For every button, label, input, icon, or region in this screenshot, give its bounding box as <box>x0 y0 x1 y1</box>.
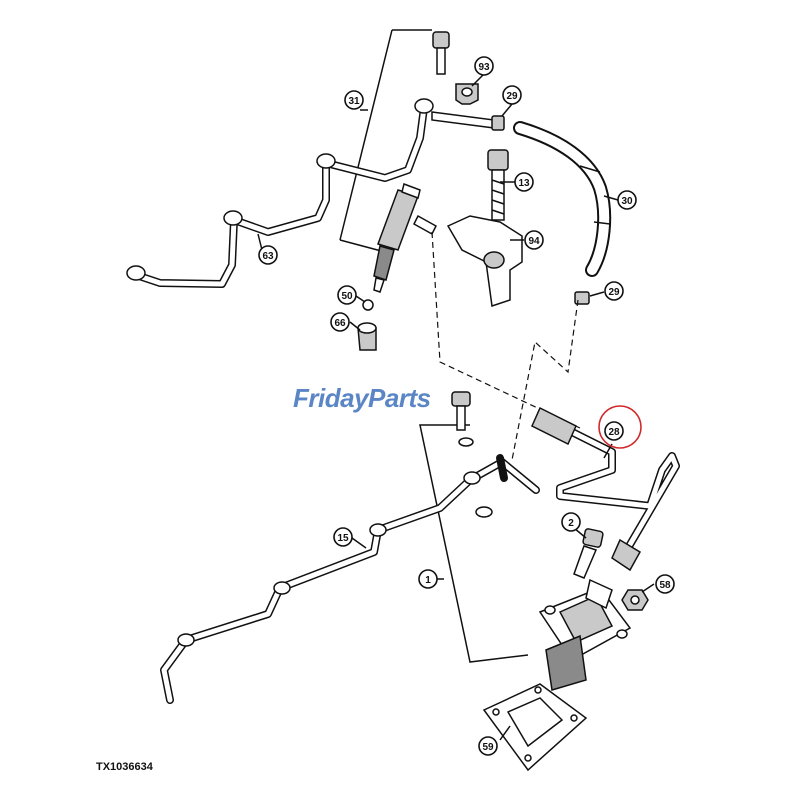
svg-text:50: 50 <box>341 291 353 302</box>
leak-off-line-63 <box>126 98 434 288</box>
highlight-ring-28 <box>598 405 642 449</box>
callout-58[interactable]: 58 <box>655 574 675 594</box>
callout-29-upper[interactable]: 29 <box>502 85 522 105</box>
fuel-line-28 <box>531 406 680 572</box>
fitting-93 <box>455 83 479 105</box>
callout-1[interactable]: 1 <box>418 569 438 589</box>
banjo-bolt-lower <box>451 391 493 518</box>
watermark-logo: FridayParts <box>293 383 431 414</box>
callout-28[interactable]: 28 <box>604 421 624 441</box>
bolt-13 <box>487 149 509 221</box>
bracket-1 <box>419 424 529 663</box>
svg-text:28: 28 <box>608 427 620 438</box>
injection-pump <box>538 578 632 691</box>
callout-59[interactable]: 59 <box>478 736 498 756</box>
callout-30[interactable]: 30 <box>617 190 637 210</box>
callout-29-lower[interactable]: 29 <box>604 281 624 301</box>
bolt-2 <box>573 528 604 579</box>
svg-text:2: 2 <box>568 518 574 529</box>
svg-text:94: 94 <box>528 236 540 247</box>
assembly-dash-lines <box>431 231 581 461</box>
svg-text:13: 13 <box>518 178 530 189</box>
callout-13[interactable]: 13 <box>514 172 534 192</box>
watermark-part1: Friday <box>293 383 369 413</box>
svg-text:30: 30 <box>621 196 633 207</box>
seal-50 <box>362 299 374 311</box>
clamp-94 <box>446 215 523 307</box>
svg-text:63: 63 <box>262 251 274 262</box>
svg-text:66: 66 <box>334 318 346 329</box>
callout-66[interactable]: 66 <box>330 312 350 332</box>
gasket-59 <box>482 683 588 772</box>
svg-text:59: 59 <box>482 742 494 753</box>
svg-text:58: 58 <box>659 580 671 591</box>
callout-2[interactable]: 2 <box>561 512 581 532</box>
clamp-29-lower <box>574 291 590 305</box>
svg-text:29: 29 <box>506 91 518 102</box>
svg-text:1: 1 <box>425 575 431 586</box>
svg-text:93: 93 <box>478 62 490 73</box>
svg-text:29: 29 <box>608 287 620 298</box>
callout-63[interactable]: 63 <box>258 245 278 265</box>
nut-58 <box>621 589 649 611</box>
figure-id-label: TX1036634 <box>96 761 153 773</box>
return-stub <box>431 111 505 131</box>
cap-66 <box>357 322 377 351</box>
callout-15[interactable]: 15 <box>333 527 353 547</box>
callout-94[interactable]: 94 <box>524 230 544 250</box>
svg-text:31: 31 <box>348 96 360 107</box>
callouts: 31 93 29 13 30 94 63 29 50 66 28 15 2 1 … <box>258 56 675 756</box>
leak-off-line-15 <box>160 454 540 704</box>
hose-30 <box>513 121 612 277</box>
injector <box>373 183 437 293</box>
callout-31[interactable]: 31 <box>344 90 364 110</box>
watermark-part2: Parts <box>368 383 431 413</box>
svg-text:15: 15 <box>337 533 349 544</box>
callout-50[interactable]: 50 <box>337 285 357 305</box>
bracket-31 <box>339 29 432 253</box>
banjo-bolt <box>432 31 450 75</box>
callout-93[interactable]: 93 <box>474 56 494 76</box>
